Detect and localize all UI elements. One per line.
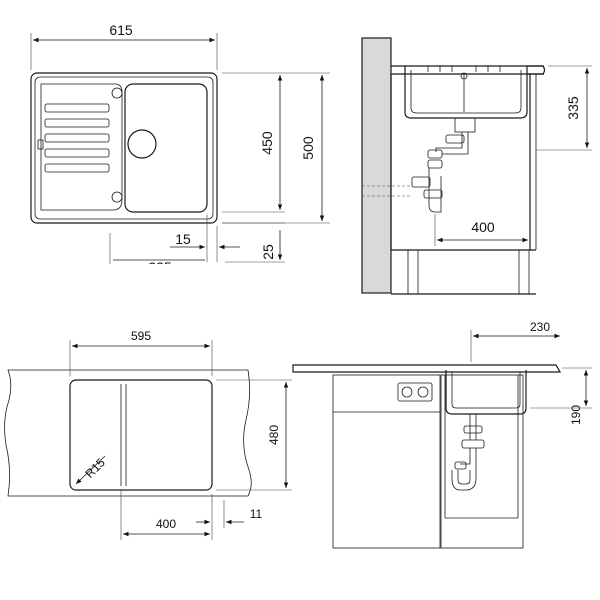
dim-400-side: 400 — [471, 219, 495, 235]
sink-top-view: 615 450 500 15 25 335 — [30, 22, 330, 275]
dim-335: 335 — [565, 96, 581, 120]
front-worktop — [292, 364, 562, 373]
dim-480: 480 — [267, 425, 281, 445]
bowl — [124, 83, 208, 213]
sink-cabinet — [440, 374, 524, 549]
dim-25: 25 — [260, 244, 276, 260]
worktop — [4, 369, 252, 497]
front-bowl — [445, 370, 527, 415]
dim-450: 450 — [259, 131, 275, 155]
drain-outlet — [454, 117, 476, 133]
leg-right — [518, 249, 530, 295]
dim-400-cutout: 400 — [156, 517, 176, 531]
dishwasher-cabinet — [332, 374, 441, 549]
dim-r15: R15 — [82, 455, 108, 481]
tap-hole-top — [111, 87, 123, 99]
drain-hole — [127, 129, 157, 159]
knob-left — [401, 386, 413, 398]
drainer-ribs — [44, 103, 110, 173]
sink-outline — [30, 72, 218, 224]
dim-190: 190 — [569, 405, 583, 425]
cutout — [69, 379, 213, 491]
siphon — [427, 159, 443, 169]
tap-hole-bottom — [111, 191, 123, 203]
dim-595: 595 — [131, 329, 151, 343]
overflow-slot — [37, 139, 44, 150]
dim-615: 615 — [109, 22, 133, 38]
sink-side-section: 335 400 — [361, 37, 592, 295]
dim-11: 11 — [250, 507, 263, 521]
wall — [361, 37, 392, 294]
leg-left — [407, 249, 419, 295]
dim-500: 500 — [300, 136, 316, 160]
drainer-board — [40, 83, 123, 211]
dim-15: 15 — [175, 231, 191, 247]
worktop-cutout-view: R15 595 480 400 11 — [4, 329, 292, 540]
dim-230: 230 — [530, 320, 550, 334]
front-siphon — [461, 439, 485, 449]
knob-right — [417, 386, 429, 398]
sink-front-view: 230 190 — [292, 320, 592, 549]
